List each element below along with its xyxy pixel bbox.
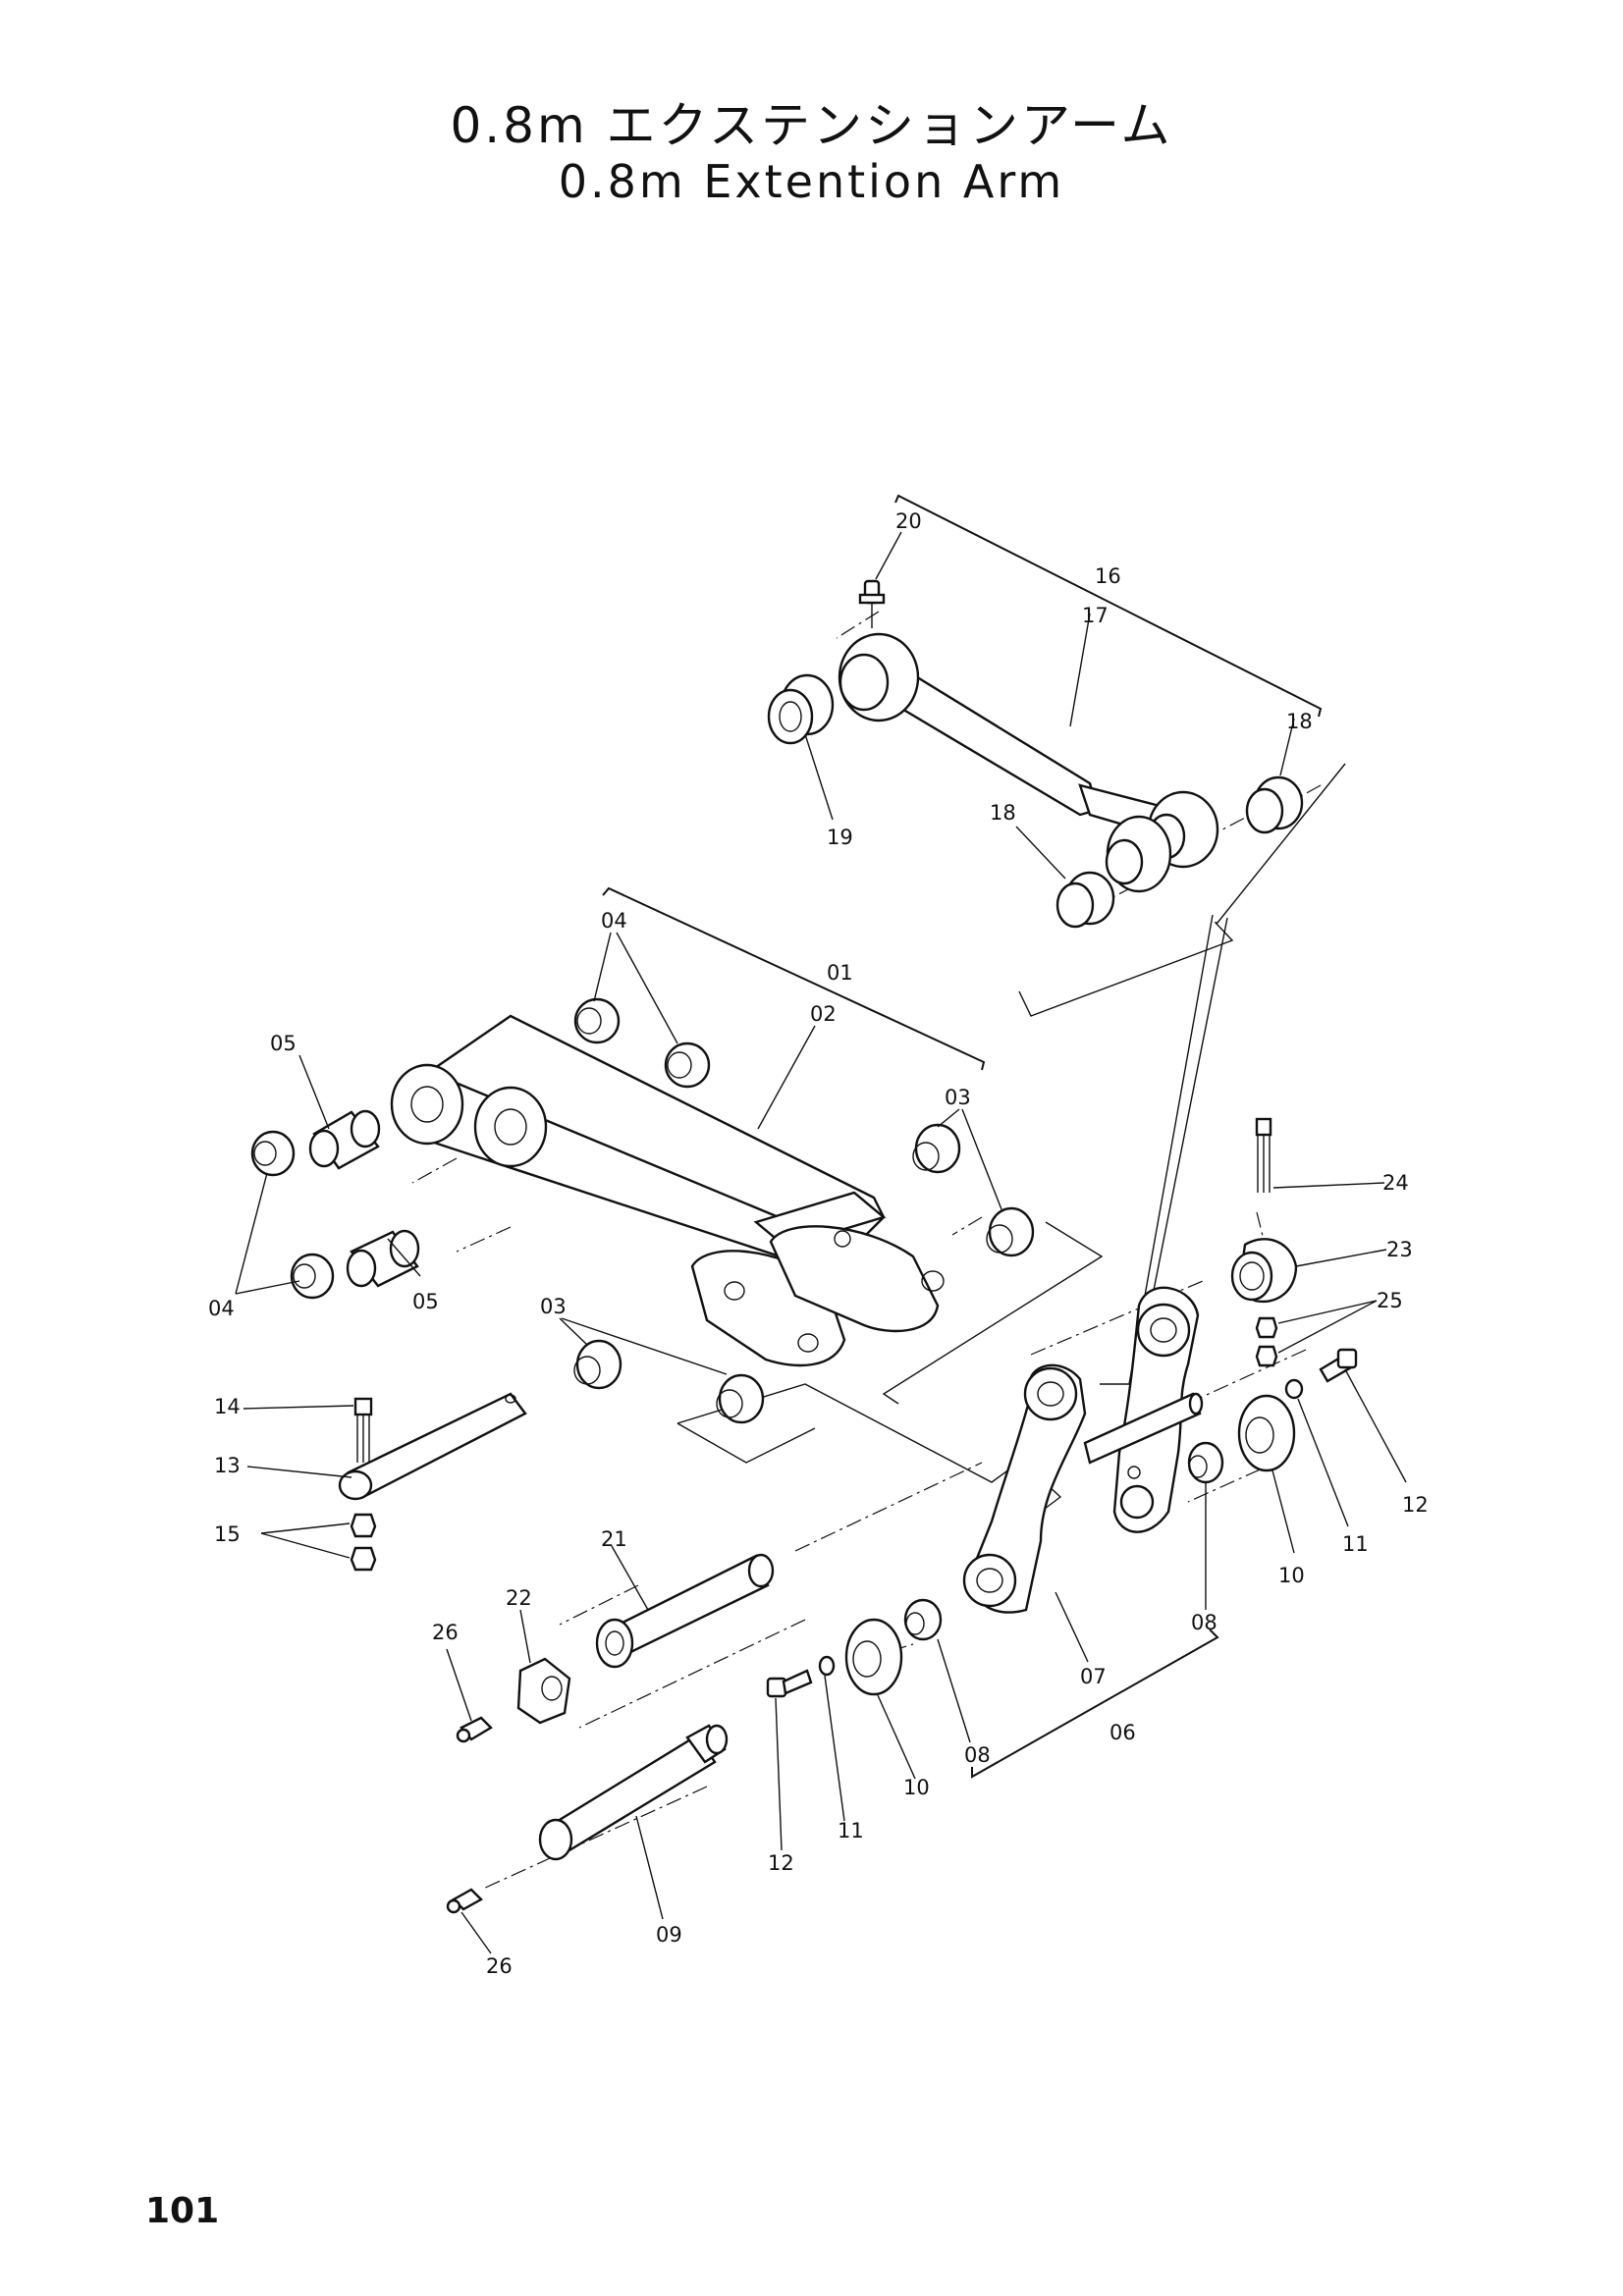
- upper-link-16: [767, 579, 1304, 929]
- callout-12a: 12: [1402, 1493, 1429, 1517]
- callout-13: 13: [214, 1454, 241, 1477]
- link-07: [962, 1363, 1087, 1614]
- bushings-04: [250, 997, 711, 1300]
- bushing-08-right: [1187, 1441, 1224, 1484]
- bolt-24: [1255, 1117, 1272, 1193]
- nuts-25: [1255, 1316, 1278, 1367]
- callout-26b: 26: [486, 1954, 513, 1978]
- callout-05a: 05: [270, 1032, 297, 1055]
- callout-16: 16: [1095, 564, 1121, 588]
- callout-18b: 18: [990, 801, 1016, 825]
- main-arm-02: [390, 1014, 945, 1367]
- callout-25: 25: [1377, 1289, 1403, 1312]
- pin-09: [538, 1724, 729, 1861]
- nuts-15: [350, 1513, 377, 1572]
- bolt-14: [353, 1397, 373, 1463]
- washer-11-right: [1284, 1378, 1304, 1400]
- callout-15: 15: [214, 1522, 241, 1546]
- page-number: 101: [145, 2191, 220, 2231]
- callout-23: 23: [1386, 1238, 1413, 1261]
- callout-14: 14: [214, 1395, 241, 1418]
- callout-09: 09: [656, 1923, 682, 1947]
- callout-22: 22: [506, 1586, 532, 1610]
- page-title-japanese: 0.8m エクステンションアーム: [450, 97, 1173, 154]
- washer-11-lower: [818, 1655, 836, 1677]
- grease-nipple-20: [858, 579, 886, 628]
- callout-06: 06: [1109, 1721, 1136, 1744]
- bracket-06: [971, 1629, 1219, 1779]
- bolt-12-lower: [766, 1669, 813, 1698]
- callout-19: 19: [827, 826, 853, 849]
- nipple-26-lower: [446, 1888, 483, 1914]
- callout-17: 17: [1082, 604, 1109, 627]
- pin-13: [338, 1392, 527, 1501]
- callout-18a: 18: [1286, 710, 1313, 733]
- callout-10b: 10: [903, 1776, 930, 1799]
- callout-11a: 11: [1342, 1532, 1369, 1556]
- callout-05b: 05: [412, 1290, 439, 1313]
- callout-04a: 04: [601, 909, 627, 933]
- leader-lines: [235, 531, 1407, 1954]
- plate-10-right: [1237, 1394, 1296, 1472]
- callout-01: 01: [827, 961, 853, 985]
- callout-07: 07: [1080, 1665, 1107, 1688]
- bracket-16: [894, 494, 1323, 718]
- arm-rear-boss-lower: [473, 1086, 548, 1168]
- bushings-03: [573, 1123, 1035, 1424]
- callout-02: 02: [810, 1002, 837, 1026]
- callout-12b: 12: [768, 1851, 794, 1875]
- arm-rear-boss-upper: [390, 1063, 464, 1146]
- callout-03b: 03: [540, 1295, 567, 1318]
- sleeves-05: [308, 1109, 420, 1288]
- plate-10-lower: [844, 1618, 903, 1696]
- bushing-08-lower: [903, 1598, 943, 1641]
- callout-20: 20: [895, 509, 922, 533]
- collar-23: [1230, 1238, 1298, 1304]
- nipple-26-upper: [456, 1716, 493, 1743]
- bracket-01: [602, 886, 986, 1071]
- callout-03a: 03: [945, 1086, 971, 1109]
- callout-10a: 10: [1278, 1564, 1305, 1587]
- connection-guides: [676, 763, 1346, 1513]
- callout-08b: 08: [964, 1743, 991, 1767]
- callout-26a: 26: [432, 1621, 459, 1644]
- callouts: 20 16 17 18 18 19 04 01 02 05 03 04 05 0…: [208, 509, 1429, 1978]
- callout-04b: 04: [208, 1297, 235, 1320]
- callout-11b: 11: [838, 1819, 864, 1842]
- page-title-english: 0.8m Extention Arm: [558, 155, 1065, 208]
- callout-08a: 08: [1191, 1611, 1217, 1634]
- pin-21: [595, 1553, 775, 1669]
- bolt-12-right: [1319, 1348, 1358, 1383]
- cap-22: [516, 1657, 571, 1725]
- callout-24: 24: [1382, 1171, 1409, 1195]
- callout-21: 21: [601, 1527, 627, 1551]
